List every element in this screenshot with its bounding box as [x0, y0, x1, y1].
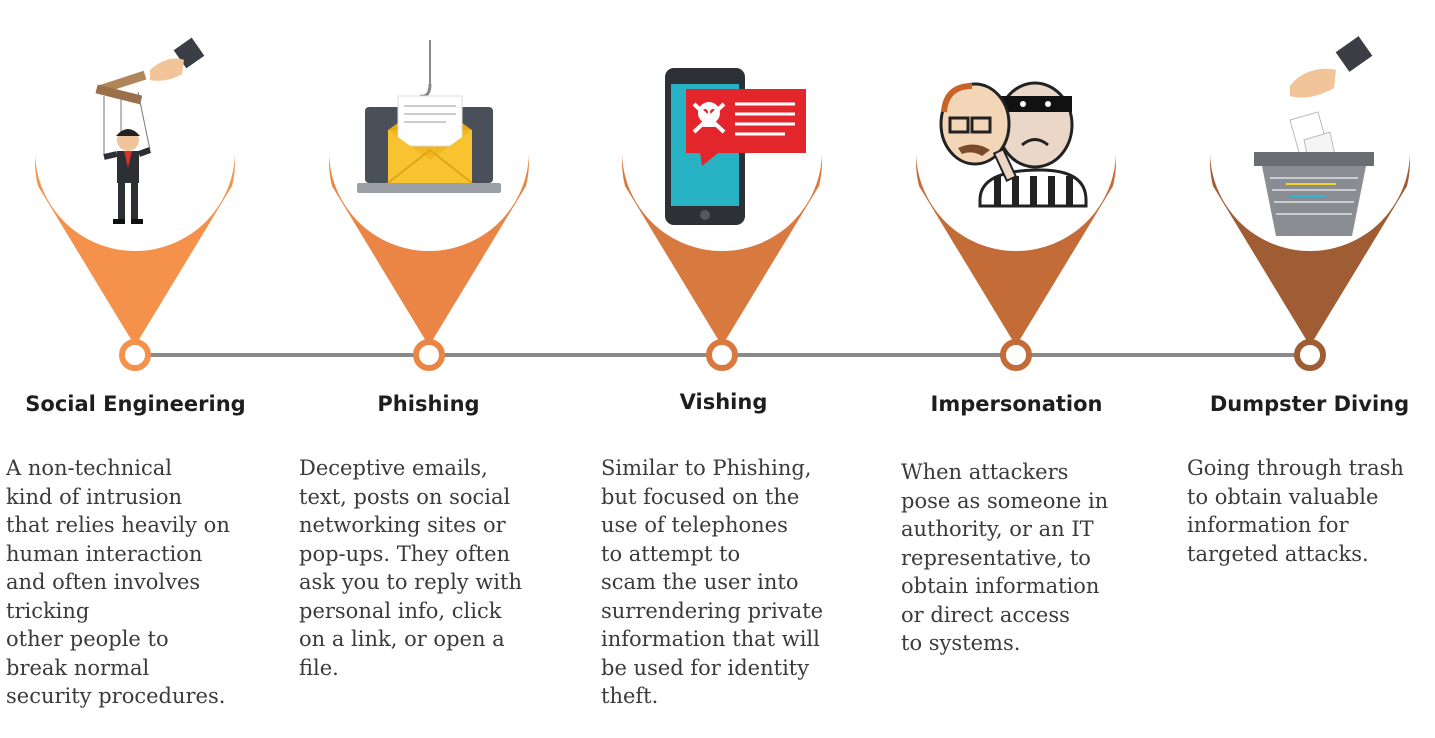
item-vishing: Vishing Similar to Phishing, but focused…	[580, 0, 867, 738]
timeline-node	[119, 339, 151, 371]
item-impersonation: Impersonation When attackers pose as som…	[873, 0, 1160, 738]
item-description: Similar to Phishing, but focused on the …	[601, 456, 824, 708]
pin-impersonation	[916, 51, 1116, 371]
item-social-engineering: Social Engineering A non-technical kind …	[0, 0, 279, 738]
item-title: Vishing	[679, 390, 768, 414]
timeline-node	[706, 339, 738, 371]
pin-dumpster-diving	[1210, 36, 1410, 371]
item-title: Dumpster Diving	[1209, 392, 1410, 416]
timeline-node	[1000, 339, 1032, 371]
pin-social-engineering	[34, 37, 236, 371]
phone-scam-icon	[665, 68, 806, 225]
item-title: Impersonation	[930, 392, 1103, 416]
item-description: A non-technical kind of intrusion that r…	[6, 456, 230, 708]
item-phishing: Phishing Deceptive emails, text, posts o…	[285, 0, 572, 738]
pin-phishing	[328, 40, 529, 371]
item-description: Deceptive emails, text, posts on social …	[299, 456, 522, 680]
puppet-master-icon	[95, 37, 205, 224]
item-title: Phishing	[377, 392, 480, 416]
timeline-node	[413, 339, 445, 371]
item-description: When attackers pose as someone in author…	[901, 460, 1109, 655]
impersonation-mask-icon	[939, 81, 1088, 208]
item-dumpster-diving: Dumpster Diving Going through trash to o…	[1166, 0, 1435, 738]
timeline-node	[1294, 339, 1326, 371]
item-description: Going through trash to obtain valuable i…	[1187, 456, 1404, 566]
item-title: Social Engineering	[25, 392, 246, 416]
trash-bin-icon	[1254, 36, 1374, 236]
timeline-graphic	[34, 36, 1410, 371]
pin-vishing	[622, 51, 823, 371]
phishing-email-icon	[357, 40, 501, 193]
